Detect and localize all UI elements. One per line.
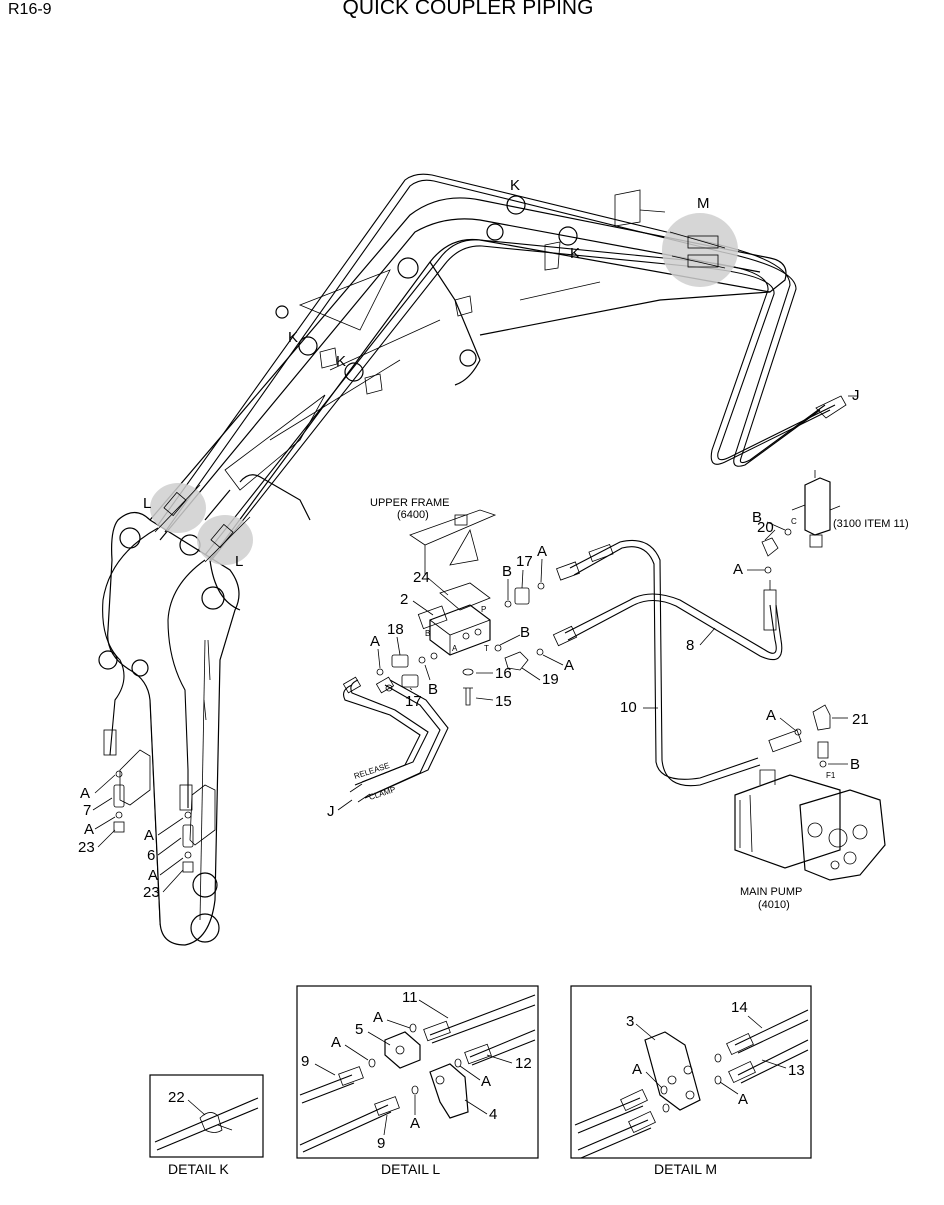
page-title: QUICK COUPLER PIPING bbox=[343, 0, 594, 19]
callout-12: 12 bbox=[515, 1055, 532, 1072]
callout-6: 6 bbox=[147, 847, 155, 864]
callout-10: 10 bbox=[620, 699, 637, 716]
upper-frame-label: UPPER FRAME bbox=[370, 497, 449, 509]
item-ref-label: (3100 ITEM 11) bbox=[833, 518, 909, 530]
main-pump bbox=[734, 769, 886, 881]
detail-k-markers bbox=[298, 195, 578, 382]
callout-8: 8 bbox=[686, 637, 694, 654]
valve-item-11 bbox=[791, 470, 841, 548]
callout-a-7-bot: A bbox=[84, 821, 94, 838]
callout-k-1: K bbox=[510, 177, 520, 194]
callout-a-l-3: A bbox=[481, 1073, 491, 1090]
callout-14: 14 bbox=[731, 999, 748, 1016]
arm-fitting-left bbox=[113, 749, 151, 833]
callout-17-top: 17 bbox=[516, 553, 533, 570]
detail-m-box bbox=[570, 985, 812, 1159]
callout-k-3: K bbox=[288, 329, 298, 346]
callout-23-right: 23 bbox=[143, 884, 160, 901]
callout-b-21: B bbox=[850, 756, 860, 773]
hose-fitting-left bbox=[103, 729, 117, 756]
callout-a-m-1: A bbox=[632, 1061, 642, 1078]
callout-b-17: B bbox=[502, 563, 512, 580]
callout-l-2: L bbox=[235, 553, 243, 570]
callout-24: 24 bbox=[413, 569, 430, 586]
callout-a-l-2: A bbox=[331, 1034, 341, 1051]
valve-block-2 bbox=[417, 604, 491, 656]
callout-18: 18 bbox=[387, 621, 404, 638]
callout-j-top: J bbox=[852, 387, 860, 404]
bolt-15 bbox=[463, 687, 473, 706]
callout-a-6-top: A bbox=[144, 827, 154, 844]
callout-a-7-top: A bbox=[80, 785, 90, 802]
callout-b-20: B bbox=[752, 509, 762, 526]
boom-structure bbox=[149, 189, 787, 611]
detail-k-caption: DETAIL K bbox=[168, 1161, 229, 1177]
hose-j-release-clamp bbox=[342, 676, 449, 803]
callout-9-bot: 9 bbox=[377, 1135, 385, 1152]
callout-j-lower: J bbox=[327, 803, 335, 820]
callout-3: 3 bbox=[626, 1013, 634, 1030]
callout-a-m-2: A bbox=[738, 1091, 748, 1108]
port-t: T bbox=[484, 644, 489, 653]
port-a: A bbox=[452, 644, 458, 653]
detail-l-box bbox=[296, 985, 539, 1159]
upper-frame-ref: (6400) bbox=[397, 509, 429, 521]
callout-b-18: B bbox=[428, 681, 438, 698]
plate-24 bbox=[439, 582, 491, 611]
callout-c: C bbox=[791, 517, 797, 526]
detail-m-region bbox=[662, 213, 738, 287]
callout-a-17: A bbox=[537, 543, 547, 560]
callout-9-top: 9 bbox=[301, 1053, 309, 1070]
detail-l-region-lower bbox=[197, 515, 253, 565]
callout-5: 5 bbox=[355, 1021, 363, 1038]
main-pump-label: MAIN PUMP bbox=[740, 886, 802, 898]
hose-fitting-right bbox=[179, 784, 193, 811]
callout-7: 7 bbox=[83, 802, 91, 819]
callout-4: 4 bbox=[489, 1106, 497, 1123]
callout-k-4: K bbox=[336, 353, 346, 370]
arm-fitting-right bbox=[182, 784, 216, 873]
washer-16 bbox=[462, 668, 474, 676]
callout-16: 16 bbox=[495, 665, 512, 682]
callout-21: 21 bbox=[852, 711, 869, 728]
callout-k-2: K bbox=[570, 245, 580, 262]
callout-a-l-4: A bbox=[410, 1115, 420, 1132]
callout-a-18: A bbox=[370, 633, 380, 650]
callout-b-19: B bbox=[520, 624, 530, 641]
port-b: B bbox=[425, 629, 430, 638]
page-code: R16-9 bbox=[8, 1, 52, 18]
detail-l-region-upper bbox=[150, 483, 206, 533]
callout-l-1: L bbox=[143, 495, 151, 512]
callout-15: 15 bbox=[495, 693, 512, 710]
fitting-21 bbox=[794, 704, 831, 768]
callout-a-l-1: A bbox=[373, 1009, 383, 1026]
callout-13: 13 bbox=[788, 1062, 805, 1079]
boom-hoses bbox=[102, 173, 847, 811]
callout-2: 2 bbox=[400, 591, 408, 608]
callout-11: 11 bbox=[402, 989, 418, 1006]
callout-a-19: A bbox=[564, 657, 574, 674]
hose-10 bbox=[556, 539, 761, 787]
detail-l-caption: DETAIL L bbox=[381, 1161, 440, 1177]
callout-a-6-bot: A bbox=[148, 867, 158, 884]
callout-22: 22 bbox=[168, 1089, 185, 1106]
port-p: P bbox=[481, 605, 486, 614]
fitting-19 bbox=[494, 644, 544, 671]
callout-19: 19 bbox=[542, 671, 559, 688]
callout-m: M bbox=[697, 195, 710, 212]
port-f1: F1 bbox=[826, 771, 836, 780]
detail-k-box bbox=[149, 1074, 264, 1158]
arm-structure bbox=[98, 511, 240, 946]
clamp-label: CLAMP bbox=[368, 785, 397, 802]
fitting-17-top bbox=[514, 587, 530, 605]
callout-23-left: 23 bbox=[78, 839, 95, 856]
hose-8 bbox=[552, 580, 783, 661]
callout-a-20: A bbox=[733, 561, 743, 578]
callout-a-21: A bbox=[766, 707, 776, 724]
main-pump-ref: (4010) bbox=[758, 899, 790, 911]
detail-m-caption: DETAIL M bbox=[654, 1161, 717, 1177]
